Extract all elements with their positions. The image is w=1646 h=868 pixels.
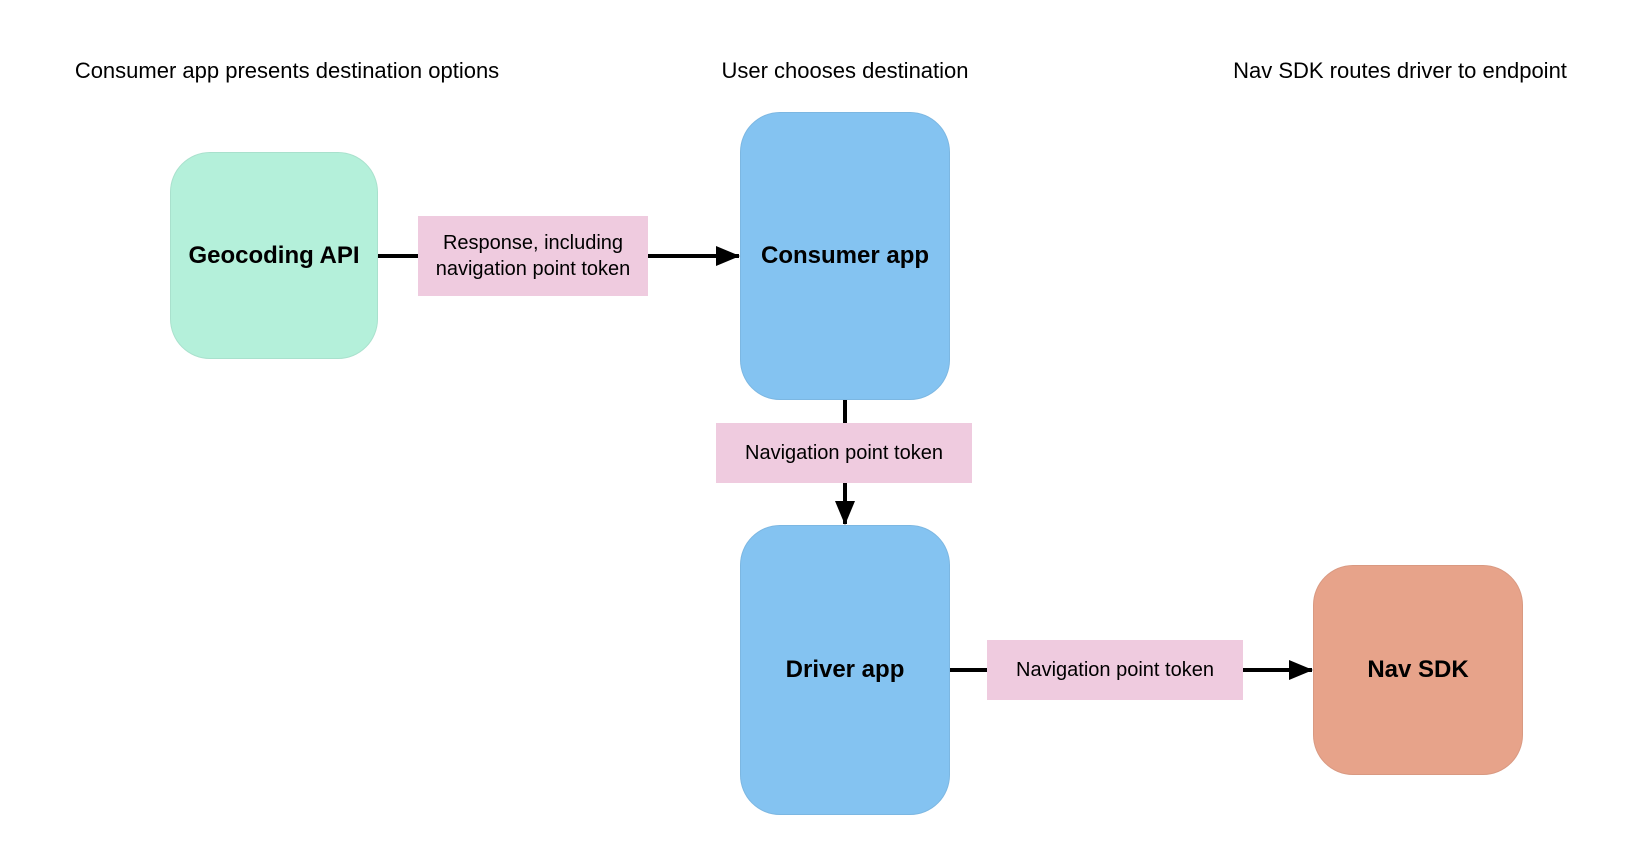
- stage-label-consumer-presents: Consumer app presents destination option…: [74, 58, 500, 83]
- stage-label-navsdk-routes: Nav SDK routes driver to endpoint: [1233, 58, 1567, 83]
- node-consumer-app: Consumer app: [740, 112, 950, 400]
- edge-label-text: Response, including navigation point tok…: [435, 232, 631, 280]
- edge-label-response-token: Response, including navigation point tok…: [418, 216, 648, 296]
- node-driver-app: Driver app: [740, 525, 950, 815]
- node-label: Nav SDK: [1367, 656, 1469, 683]
- edge-label-text: Navigation point token: [745, 442, 943, 464]
- stage-label-user-chooses: User chooses destination: [721, 58, 969, 83]
- edge-label-text: Navigation point token: [1016, 659, 1214, 681]
- node-label: Driver app: [785, 656, 905, 683]
- node-nav-sdk: Nav SDK: [1313, 565, 1523, 775]
- edge-label-navigation-point-token-vertical: Navigation point token: [716, 423, 972, 483]
- node-label: Consumer app: [760, 242, 930, 269]
- node-geocoding-api: Geocoding API: [170, 152, 378, 359]
- edge-label-navigation-point-token-horizontal: Navigation point token: [987, 640, 1243, 700]
- node-label: Geocoding API: [188, 241, 360, 269]
